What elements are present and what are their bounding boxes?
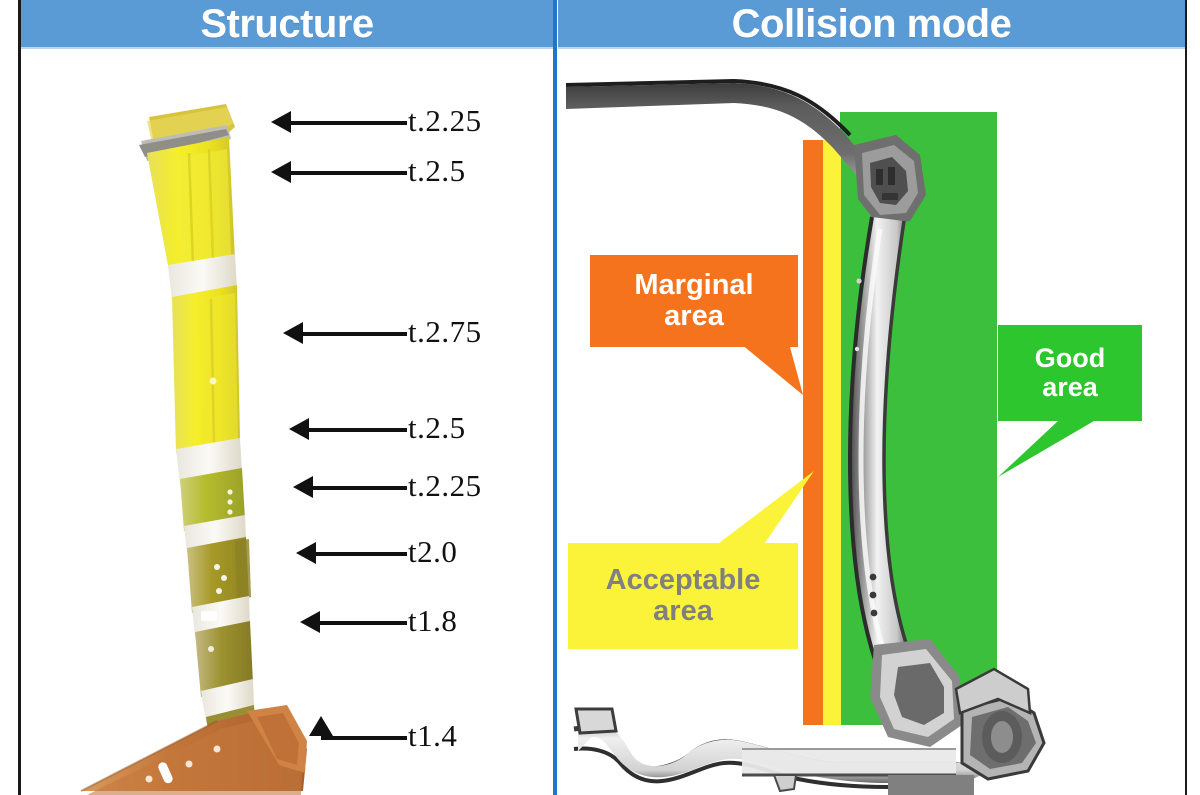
thickness-label: t.2.75	[408, 314, 482, 349]
header-cell-collision-mode: Collision mode	[558, 0, 1185, 47]
callout-tail-acceptable	[698, 471, 814, 559]
callout-tail-marginal	[740, 343, 803, 395]
thickness-label: t.2.25	[408, 103, 482, 138]
thickness-label: t2.0	[408, 534, 458, 569]
callout-acceptable-line2: area	[653, 595, 713, 627]
header-seam-right	[558, 47, 1185, 49]
panel-structure: t.2.25 t.2.5 t.2.75 t.2.5 t.2.25 t2.0	[21, 49, 553, 795]
thickness-label: t.2.5	[408, 153, 466, 188]
page-title-structure: Structure	[200, 1, 374, 46]
thickness-label: t1.8	[408, 603, 458, 638]
thickness-label: t1.4	[408, 718, 458, 753]
thickness-label: t.2.25	[408, 468, 482, 503]
zone-band-marginal	[803, 140, 823, 725]
callout-good-area: Good area	[998, 325, 1178, 485]
column-divider	[553, 0, 557, 795]
callout-marginal-line2: area	[664, 300, 724, 332]
callout-good-line2: area	[1042, 372, 1098, 402]
page-title-collision-mode: Collision mode	[731, 1, 1012, 46]
thickness-label: t.2.5	[408, 410, 466, 445]
frame-border-left	[18, 0, 21, 795]
panel-collision-mode: Marginal area Acceptable area Good area	[558, 49, 1185, 795]
callout-acceptable-line1: Acceptable	[605, 564, 761, 597]
header-seam-left	[21, 47, 553, 49]
callout-good-box: Good area	[998, 325, 1142, 421]
callout-marginal-area: Marginal area	[590, 255, 860, 425]
b-pillar-structure-image	[80, 104, 307, 795]
callout-marginal-line1: Marginal	[634, 269, 754, 302]
zone-band-acceptable	[823, 140, 841, 725]
vehicle-section-image	[565, 78, 1046, 795]
callout-marginal-box: Marginal area	[590, 255, 798, 347]
callout-acceptable-area: Acceptable area	[568, 471, 858, 657]
frame-border-right	[1184, 0, 1187, 795]
callout-good-line1: Good	[1034, 343, 1106, 374]
callout-acceptable-box: Acceptable area	[568, 543, 798, 649]
header-cell-structure: Structure	[21, 0, 553, 47]
callout-tail-good	[998, 421, 1094, 477]
